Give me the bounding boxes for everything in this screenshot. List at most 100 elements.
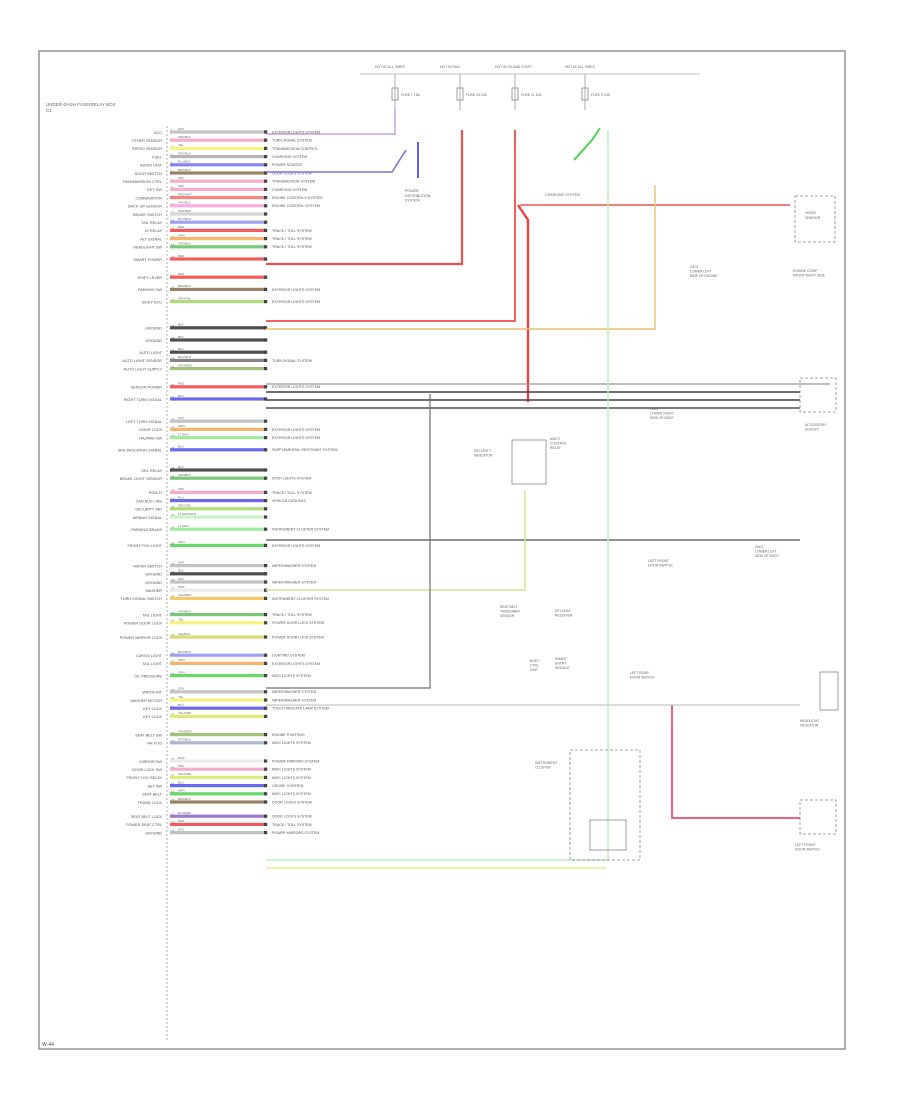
pin-function-label: DOOR LOCK SW xyxy=(132,768,162,772)
destination-system: TRANSMISSION SYSTEM xyxy=(272,180,315,184)
pin-number: 72 xyxy=(171,821,175,825)
horn-note: ENGINE COMP xyxy=(793,269,818,273)
wire-color-code: ORN xyxy=(178,424,185,428)
pin-number: 70 xyxy=(171,798,175,802)
destination-system: MISC LIGHTS SYSTEM xyxy=(272,674,311,678)
destination-system: TURN SIGNAL SYSTEM xyxy=(272,359,312,363)
seat-sensor-label: TENSIONER xyxy=(500,610,520,614)
wire-color-code: BLU/WHT xyxy=(178,650,192,654)
wire-color-bar xyxy=(170,130,266,134)
pin-terminal xyxy=(264,759,268,763)
pin-number: 65 xyxy=(171,757,175,761)
destination-system: CRUISE CONTROL xyxy=(272,784,304,788)
pin-function-label: HAZARD SW xyxy=(139,436,162,440)
destination-system: WIPER/WASHER SYSTEM xyxy=(272,580,316,584)
pin-number: 30 xyxy=(171,383,175,387)
wire-color-bar xyxy=(170,572,266,576)
rear-door-label: LEFT REAR xyxy=(630,671,649,675)
horn-label: SENSOR xyxy=(805,216,821,220)
pin-function-label: ACC xyxy=(154,131,162,135)
cluster-label: CLUSTER xyxy=(535,766,551,770)
pin-terminal xyxy=(264,130,268,134)
pin-function-label: RIGHT TURN SIGNAL xyxy=(124,398,162,402)
module-out-label: BODY xyxy=(530,659,540,663)
hood-ground-label: LOWER RIGHT xyxy=(650,412,674,416)
wire-color-code: PNK xyxy=(178,184,184,188)
wire-color-code: GRN xyxy=(178,789,185,793)
pin-terminal xyxy=(264,338,268,342)
pin-function-label: SEAT BELT xyxy=(142,793,163,797)
pin-number: 21 xyxy=(171,273,175,277)
pin-terminal xyxy=(264,358,268,362)
wire-color-code: BLU/BLK xyxy=(178,160,190,164)
pin-function-label: POWER MIRROR LOCK xyxy=(120,636,163,640)
wire-color-bar xyxy=(170,171,266,175)
wire-color-bar xyxy=(170,358,266,362)
wire-acc xyxy=(266,108,396,135)
destination-system: EXTERIOR LIGHTS SYSTEM xyxy=(272,288,320,292)
seat-sensor-label: SEAT BELT xyxy=(500,605,518,609)
rear-door-label: DOOR SWITCH xyxy=(630,676,655,680)
wire-color-code: YEL/GRN xyxy=(178,711,191,715)
wire-color-bar xyxy=(170,733,266,737)
pin-function-label: OTHER SENSOR xyxy=(132,139,163,143)
pin-terminal xyxy=(264,212,268,216)
destination-system: POWER SOURCE xyxy=(272,163,303,167)
destination-system: EXTERIOR LIGHTS SYSTEM xyxy=(272,385,320,389)
wire-color-code: BRN/BLK xyxy=(178,797,191,801)
pin-function-label: MIRROR SW xyxy=(139,760,162,764)
pin-function-label: SRS INDICATOR SIGNAL xyxy=(118,449,162,453)
pin-number: 4 xyxy=(171,153,173,157)
pin-number: 6 xyxy=(171,169,173,173)
horn-ground-label: SIDE OF ENGINE xyxy=(690,274,718,278)
pin-function-label: FRONT FOG RELAY xyxy=(126,776,162,780)
pin-function-label: SHIFT LEVER xyxy=(138,276,163,280)
pin-function-label: WIPER INT xyxy=(142,691,162,695)
wire-color-code: YEL xyxy=(178,618,184,622)
wire-color-bar xyxy=(170,800,266,804)
pin-number: 59 xyxy=(171,688,175,692)
wire-color-bar xyxy=(170,714,266,718)
pin-number: 50 xyxy=(171,595,175,599)
seat-sensor-label: SENSOR xyxy=(500,614,515,618)
wire-color-code: ORN xyxy=(178,658,185,662)
feed-label: HOT AT ALL TIMES xyxy=(375,65,406,69)
wire-color-code: BRN/BLK xyxy=(178,168,191,172)
pin-number: 56 xyxy=(171,651,175,655)
wire-color-bar xyxy=(170,179,266,183)
wire-color-bar xyxy=(170,698,266,702)
wire-color-bar xyxy=(170,690,266,694)
pin-function-label: SEAT BELT LOCK xyxy=(131,815,163,819)
pin-terminal xyxy=(264,427,268,431)
pin-terminal xyxy=(264,507,268,511)
destination-system: EXTERIOR LIGHTS SYSTEM xyxy=(272,130,320,134)
fuse-symbol xyxy=(581,87,589,101)
door-switch-bottom-label: LEFT FRONT xyxy=(795,843,816,847)
hood-ground-label: G301 xyxy=(650,407,658,411)
pin-number: 11 xyxy=(171,210,174,214)
fuse-box-label: POWER xyxy=(405,189,419,193)
destination-system: TRANSMISSION CONTROL xyxy=(272,147,318,151)
pin-terminal xyxy=(264,831,268,835)
pin-terminal xyxy=(264,228,268,232)
pin-function-label: WASHER MOTOR xyxy=(130,699,162,703)
destination-system: ENGINE STARTING xyxy=(272,733,305,737)
pin-number: 71 xyxy=(171,812,175,816)
pin-function-label: DOOR SWITCH xyxy=(135,172,163,176)
pin-terminal xyxy=(264,499,268,503)
pin-terminal xyxy=(264,741,268,745)
rear-door-switch xyxy=(819,671,839,711)
wire-color-bar xyxy=(170,275,266,279)
pin-terminal xyxy=(264,596,268,600)
pin-terminal xyxy=(264,146,268,150)
pin-number: 62 xyxy=(171,713,175,717)
